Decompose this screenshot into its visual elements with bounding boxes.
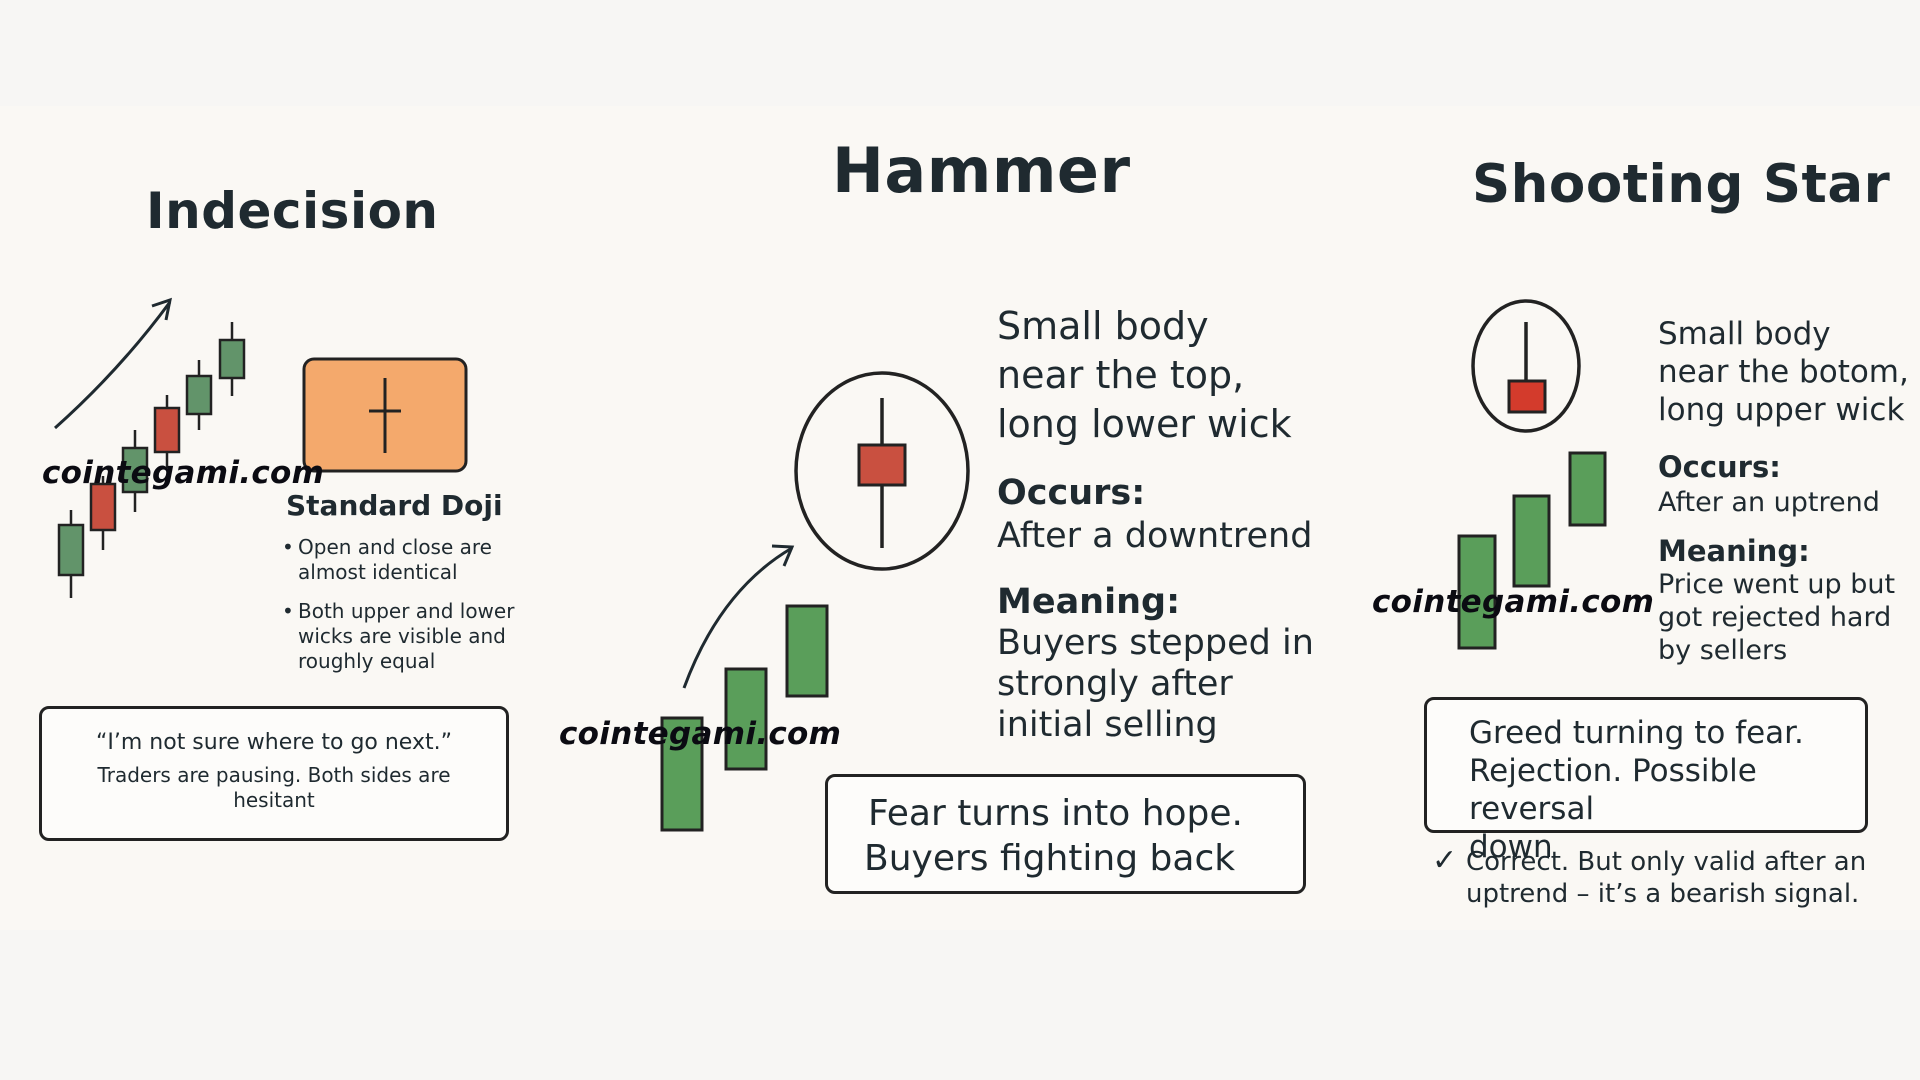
meaning-line: Price went up but [1658,569,1896,600]
meaning-line: strongly after [997,664,1233,704]
hammer-circle [794,371,970,571]
meaning-label: Meaning: [997,582,1181,622]
watermark: cointegami.com [42,455,325,491]
candle [1568,451,1607,527]
quote-text: “I’m not sure where to go next.” [95,730,452,755]
watermark: cointegami.com [1372,584,1655,620]
summary-line: Buyers fighting back [864,838,1236,879]
summary-line: down [1469,829,1553,865]
candle [1457,534,1497,650]
hammer-summary-box: Fear turns into hope. Buyers fighting ba… [825,774,1306,894]
candle [1512,494,1551,588]
desc-line: near the botom, [1658,354,1909,390]
bullet-item: Open and close are almost identical [282,535,527,585]
candle [660,716,704,832]
meaning-line: by sellers [1658,635,1788,666]
candle [785,604,829,698]
shooting-star-note: Correct. But only valid after an uptrend… [1466,846,1866,910]
watermark: cointegami.com [559,716,842,752]
occurs-label: Occurs: [1658,450,1781,484]
occurs-label: Occurs: [997,473,1146,513]
desc-line: Small body [1658,316,1831,352]
summary-line: Greed turning to fear. [1469,715,1804,751]
candle [724,667,768,771]
candle [57,523,85,577]
bullet-item: Both upper and lower wicks are visible a… [282,599,527,674]
meaning-line: got rejected hard [1658,602,1892,633]
uptrend-arrow-icon [54,301,172,430]
meaning-line: Buyers stepped in [997,623,1314,663]
quote-subtext: Traders are pausing. Both sides are hesi… [97,762,451,812]
meaning-line: initial selling [997,705,1218,745]
shooting-star-title: Shooting Star [1472,154,1891,215]
candle [121,446,149,494]
shooting-star-candle-icon [1507,379,1547,414]
hammer-desc: Small body near the top, long lower wick [997,302,1292,449]
doji-label: Standard Doji [286,489,503,522]
indecision-quote-box: “I’m not sure where to go next.” Traders… [39,706,509,841]
shooting-star-meaning: Meaning: Price went up but got rejected … [1658,535,1895,667]
shooting-star-summary-box: Greed turning to fear. Rejection. Possib… [1424,697,1868,865]
desc-line: long upper wick [1658,392,1905,428]
checkmark-icon: ✓ [1432,843,1458,878]
desc-line: long lower wick [997,402,1292,446]
candle [218,338,246,380]
hammer-candle-icon [857,443,907,487]
desc-line: near the top, [997,353,1245,397]
candle [89,482,117,532]
summary-line: Rejection. Possible reversal [1469,753,1757,827]
occurs-text: After an uptrend [1658,487,1880,518]
summary-line: Fear turns into hope. [868,793,1243,834]
hammer-meaning: Meaning: Buyers stepped in strongly afte… [997,582,1314,746]
uptrend-arrow-icon [682,546,793,689]
shooting-star-occurs: Occurs: After an uptrend [1658,450,1880,520]
note-line: uptrend – it’s a bearish signal. [1466,879,1860,909]
occurs-text: After a downtrend [997,516,1313,556]
hammer-occurs: Occurs: After a downtrend [997,472,1312,558]
shooting-star-desc: Small body near the botom, long upper wi… [1658,315,1909,429]
candle [185,374,213,416]
candle [153,406,181,454]
note-line: Correct. But only valid after an [1466,847,1867,877]
shooting-star-circle [1471,299,1581,433]
desc-line: Small body [997,304,1209,348]
hammer-title: Hammer [832,134,1131,207]
meaning-label: Meaning: [1658,534,1810,568]
indecision-title: Indecision [146,182,439,240]
doji-bullets: Open and close are almost identical Both… [282,535,527,688]
